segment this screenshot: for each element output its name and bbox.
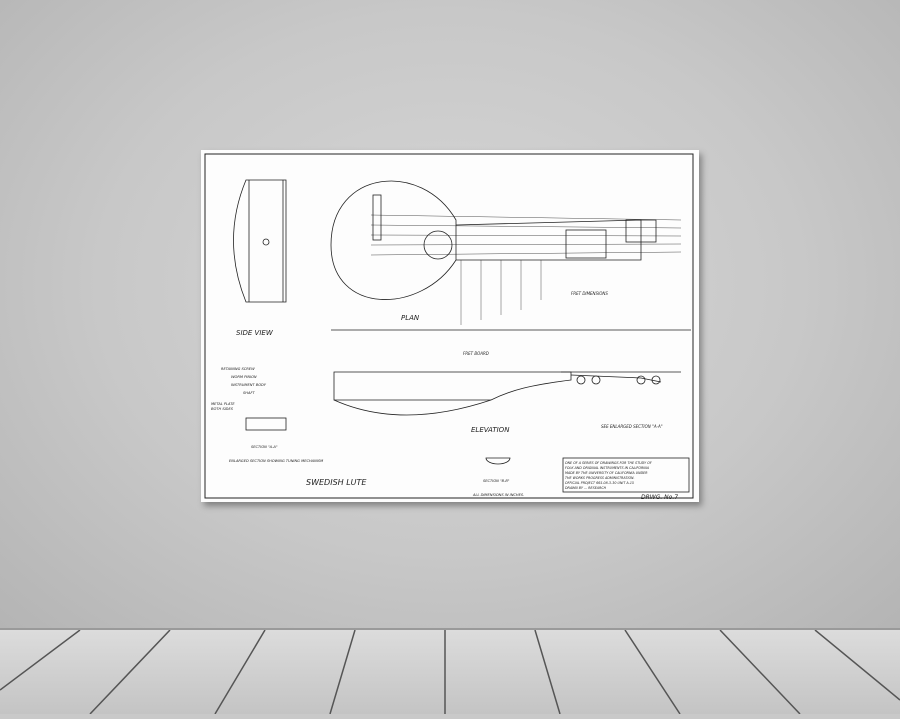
drawing-number: DRWG. No.7 bbox=[641, 494, 678, 501]
side-view-drawing bbox=[233, 179, 287, 303]
see-section-label: SEE ENLARGED SECTION "A-A" bbox=[601, 424, 663, 429]
section-aa-label: SECTION "A-A" bbox=[251, 445, 278, 449]
drawing-title: SWEDISH LUTE bbox=[306, 478, 367, 487]
callout-metal-plate: METAL PLATE bbox=[211, 402, 235, 406]
info-line: FOLK AND ORIGINAL INSTRUMENTS IN CALIFOR… bbox=[565, 466, 650, 470]
elevation-drawing bbox=[333, 371, 681, 416]
info-line: ONE OF A SERIES OF DRAWINGS FOR THE STUD… bbox=[565, 461, 652, 465]
section-aa-drawing bbox=[245, 417, 287, 431]
info-line: MADE BY THE UNIVERSITY OF CALIFORNIA UND… bbox=[565, 471, 648, 475]
callout-both-sides: BOTH SIDES bbox=[211, 407, 234, 411]
section-bb-label: SECTION "B-B" bbox=[483, 479, 510, 483]
elevation-label: ELEVATION bbox=[471, 426, 510, 434]
framed-blueprint-print: SIDE VIEW PLAN FRET DIMENSIONS FRET BOAR… bbox=[201, 150, 699, 502]
fret-board-label: FRET BOARD bbox=[463, 351, 489, 356]
plan-label: PLAN bbox=[401, 314, 420, 322]
info-line: OFFICIAL PROJECT 665-08-3-30 UNIT A-15 bbox=[565, 481, 634, 485]
callout-shaft: SHAFT bbox=[243, 391, 256, 395]
info-line: THE WORKS PROGRESS ADMINISTRATION. bbox=[565, 476, 635, 480]
plan-drawing bbox=[330, 180, 691, 331]
section-bb-drawing bbox=[485, 457, 511, 465]
wooden-floor bbox=[0, 628, 900, 715]
dimensions-note: ALL DIMENSIONS IN INCHES. bbox=[472, 493, 524, 497]
side-view-label: SIDE VIEW bbox=[236, 329, 274, 337]
info-line: DRAWN BY ... RESEARCH bbox=[565, 486, 607, 490]
fret-dimensions-label: FRET DIMENSIONS bbox=[571, 291, 608, 296]
section-aa-note: ENLARGED SECTION SHOWING TUNING MECHANIS… bbox=[229, 459, 323, 463]
callout-instrument-body: INSTRUMENT BODY bbox=[231, 383, 267, 387]
callout-retaining-screw: RETAINING SCREW bbox=[221, 367, 255, 371]
callout-worm-pinion: WORM PINION bbox=[231, 375, 257, 379]
